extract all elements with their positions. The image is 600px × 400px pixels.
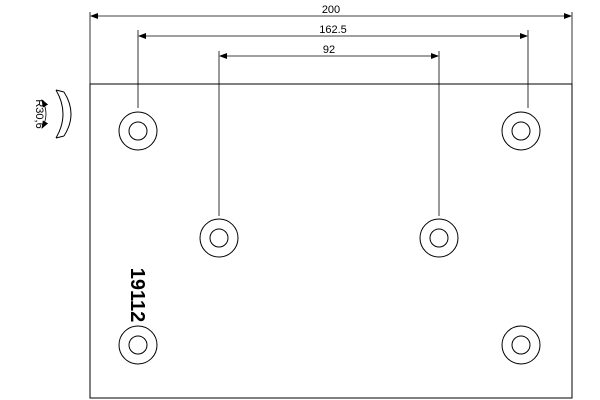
dimension-overall-width-label: 200 xyxy=(322,4,340,16)
rivet-hole-top-right xyxy=(501,111,541,151)
dimension-inner-hole-spacing: 92 xyxy=(219,44,439,59)
curvature-label: R30,6 xyxy=(33,99,45,128)
curvature-symbol: R30,6 xyxy=(33,89,72,139)
dimension-outer-hole-spacing-label: 162.5 xyxy=(319,24,347,36)
part-number: 19112 xyxy=(126,268,148,323)
rivet-hole-middle-right xyxy=(419,218,459,258)
extension-lines xyxy=(89,12,573,216)
lining-plate-outline xyxy=(89,83,573,399)
rivet-hole-bottom-left xyxy=(118,325,158,365)
dimension-overall-width: 200 xyxy=(90,4,572,19)
rivet-hole-middle-left xyxy=(199,218,239,258)
dimension-inner-hole-spacing-label: 92 xyxy=(323,44,335,56)
rivet-hole-top-left xyxy=(118,111,158,151)
rivet-hole-bottom-right xyxy=(501,325,541,365)
dimension-outer-hole-spacing: 162.5 xyxy=(138,24,528,39)
